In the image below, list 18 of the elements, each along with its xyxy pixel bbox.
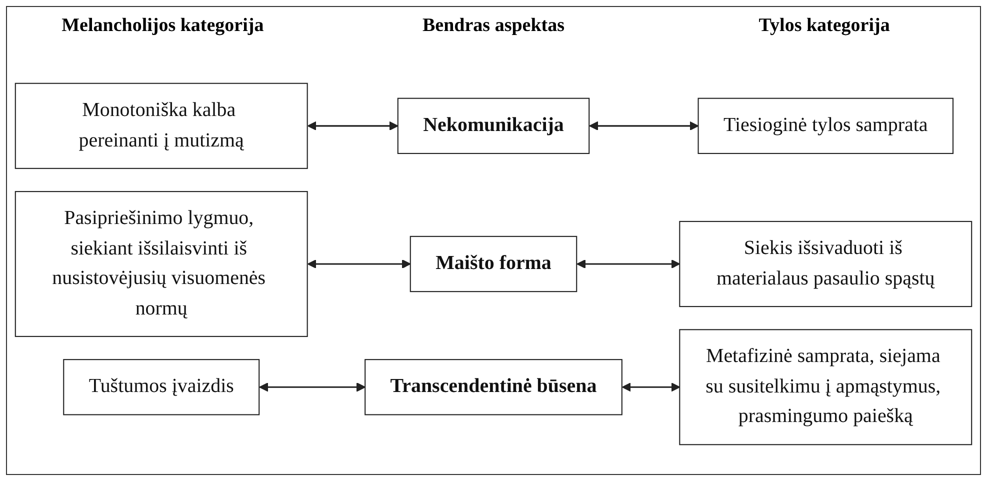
node-box: Tiesioginė tylos samprata xyxy=(698,98,954,154)
node-box: Pasipriešinimo lygmuo, siekiant išsilaisvinti iš nusistovėjusių visuomenės normų xyxy=(14,191,308,337)
column-heading: Tylos kategorija xyxy=(758,15,890,37)
column-heading: Melancholijos kategorija xyxy=(62,15,264,37)
node-box: Transcendentinė būsena xyxy=(364,359,622,416)
arrow xyxy=(589,121,699,131)
node-box: Tuštumos įvaizdis xyxy=(63,359,260,416)
arrow xyxy=(576,259,680,269)
node-box: Maišto forma xyxy=(410,236,578,292)
column-heading: Bendras aspektas xyxy=(422,15,564,37)
arrow xyxy=(307,121,398,131)
node-box: Nekomunikacija xyxy=(397,98,590,154)
node-box: Metafizinė samprata, siejama su susitelkimu į apmąstymus, prasmingumo paiešką xyxy=(679,329,972,446)
node-box: Siekis išsivaduoti iš materialaus pasaulio spąstų xyxy=(679,220,972,308)
arrow xyxy=(622,382,680,392)
arrow xyxy=(259,382,366,392)
arrow xyxy=(307,259,411,269)
node-box: Monotoniška kalba pereinanti į mutizmą xyxy=(14,82,308,169)
